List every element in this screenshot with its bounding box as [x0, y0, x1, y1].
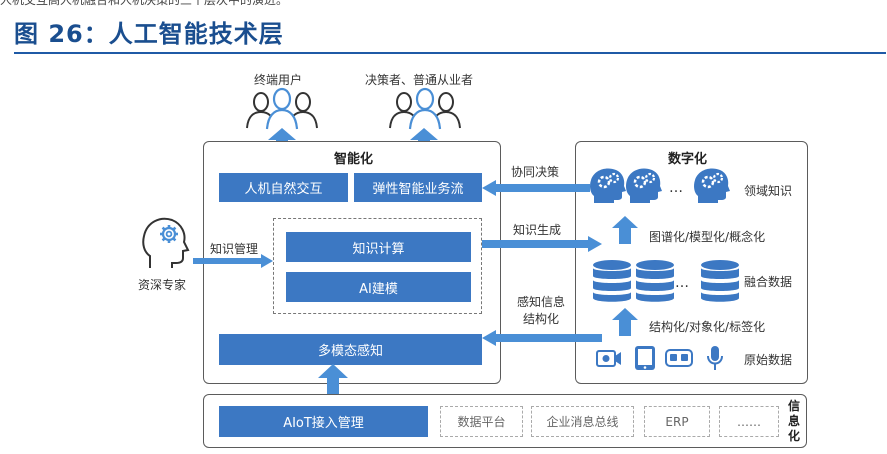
arrow-collab-decision — [482, 180, 590, 196]
raw-data-label: 原始数据 — [744, 353, 793, 367]
elastic-business-flow-box: 弹性智能业务流 — [354, 173, 482, 202]
figure-title: 图 26：人工智能技术层 — [14, 20, 284, 48]
brain-gear-icon — [590, 168, 626, 203]
expert-head-gear-icon — [142, 217, 190, 268]
knowledge-compute-box: 知识计算 — [286, 232, 471, 262]
arrow-up-to-fused — [612, 308, 638, 336]
perception-structured-label: 感知信息 结构化 — [506, 294, 576, 328]
arrow-perception — [482, 330, 602, 346]
more-box: …… — [719, 406, 779, 437]
fused-data-label: 融合数据 — [744, 275, 793, 289]
arrow-expert-to-knowledge — [193, 254, 273, 268]
erp-box: ERP — [644, 406, 710, 437]
database-icon — [701, 260, 739, 302]
brain-gear-icon — [694, 168, 730, 203]
users-group-icon — [246, 87, 318, 130]
knowledge-dashed-group — [273, 218, 482, 314]
aiot-access-box: AIoT接入管理 — [219, 406, 428, 437]
database-icon — [593, 260, 631, 302]
informatization-side-label: 信 息 化 — [786, 399, 802, 444]
collab-decision-label: 协同决策 — [511, 165, 560, 179]
multimodal-perception-box: 多模态感知 — [219, 334, 482, 365]
vr-headset-icon — [665, 349, 693, 367]
structured-label: 结构化/对象化/标签化 — [649, 320, 766, 334]
arrow-up-to-domain — [612, 216, 638, 244]
brain-gear-icon — [626, 168, 662, 203]
database-icon — [636, 260, 674, 302]
knowledge-management-label: 知识管理 — [210, 242, 259, 256]
side-char-1: 信 — [787, 399, 800, 413]
perception-line-2: 结构化 — [522, 312, 559, 326]
title-rule — [14, 52, 886, 54]
microphone-icon — [707, 346, 723, 370]
data-platform-box: 数据平台 — [440, 406, 523, 437]
intelligence-panel-title: 智能化 — [334, 152, 374, 167]
side-char-3: 化 — [787, 429, 800, 443]
digitalization-panel-title: 数字化 — [668, 152, 708, 167]
deciders-label: 决策者、普通从业者 — [365, 73, 474, 87]
end-users-label: 终端用户 — [254, 73, 303, 87]
arrow-up-from-aiot — [318, 364, 348, 404]
deciders-group-icon — [389, 87, 461, 130]
enterprise-bus-box: 企业消息总线 — [531, 406, 634, 437]
top-cut-text: 人机交互高人机融合和人机决策的三个层次中的演进。 — [0, 0, 289, 7]
knowledge-gen-label: 知识生成 — [513, 223, 562, 237]
tablet-icon — [635, 346, 655, 370]
fused-ellipsis: … — [675, 275, 689, 291]
domain-ellipsis: … — [669, 180, 683, 196]
graph-model-label: 图谱化/模型化/概念化 — [649, 230, 766, 244]
hci-box: 人机自然交互 — [219, 173, 348, 202]
domain-knowledge-label: 领域知识 — [744, 184, 793, 198]
ai-modeling-box: AI建模 — [286, 272, 471, 302]
arrow-knowledge-gen — [482, 236, 602, 252]
side-char-2: 息 — [787, 414, 800, 428]
camera-icon — [596, 350, 621, 367]
expert-label: 资深专家 — [138, 278, 187, 292]
perception-line-1: 感知信息 — [516, 295, 565, 309]
